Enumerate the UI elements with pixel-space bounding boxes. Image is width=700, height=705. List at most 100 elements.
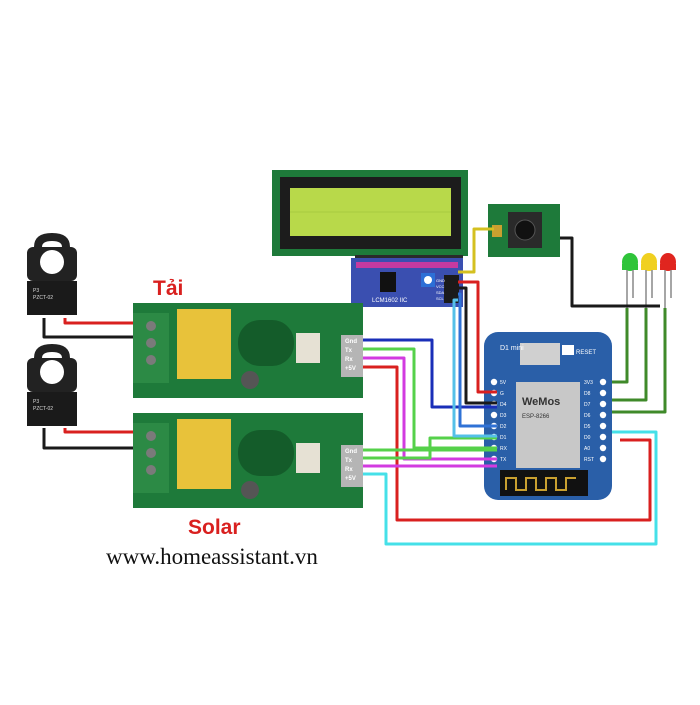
ct-label: PZCT-02 bbox=[33, 406, 53, 412]
pzem-pin-rx: Rx bbox=[345, 357, 353, 363]
pzem-capacitor bbox=[241, 371, 259, 389]
wire-button-gnd bbox=[560, 236, 660, 308]
ct-sensor-solar: P3 PZCT-02 bbox=[27, 344, 77, 426]
terminal-screw bbox=[146, 321, 156, 331]
wemos-pin-right-label: 3V3 bbox=[584, 380, 593, 386]
pzem-relay bbox=[177, 419, 231, 489]
wemos-pin-right-label: RST bbox=[584, 457, 594, 463]
pzem-pin-rx: Rx bbox=[345, 467, 353, 473]
wemos-pin-right-label: D0 bbox=[584, 435, 591, 441]
wemos-model: D1 mini bbox=[500, 345, 524, 352]
pzem-board-solar: Gnd Tx Rx +5V bbox=[133, 413, 363, 508]
ct-clamp-ring bbox=[34, 344, 70, 358]
wemos-pin-right bbox=[599, 422, 607, 430]
terminal-screw bbox=[146, 448, 156, 458]
label-load: Tải bbox=[153, 277, 184, 300]
led-red-base bbox=[660, 264, 676, 270]
ct-label: P3 bbox=[33, 288, 39, 294]
wire-i2c-sda bbox=[458, 292, 497, 428]
pzem-transformer bbox=[238, 430, 294, 476]
wires bbox=[42, 227, 667, 546]
label-solar: Solar bbox=[188, 516, 241, 539]
i2c-header bbox=[444, 275, 459, 303]
ct-body bbox=[27, 392, 77, 426]
usb-port bbox=[520, 343, 560, 365]
i2c-pin-scl: SCL bbox=[436, 296, 445, 301]
led-green bbox=[622, 253, 638, 308]
wemos-pin-right bbox=[599, 389, 607, 397]
wire-ct-solar-red bbox=[63, 428, 133, 434]
wemos-pin-left-label: D1 bbox=[500, 435, 507, 441]
wire-load-rx bbox=[363, 356, 497, 461]
wemos-pin-right-label: D8 bbox=[584, 391, 591, 397]
wire-load-gnd bbox=[363, 338, 497, 409]
wemos-pin-left-label: D2 bbox=[500, 424, 507, 430]
pzem-pin-tx: Tx bbox=[345, 458, 353, 464]
led-yellow-base bbox=[641, 264, 657, 270]
led-green-base bbox=[622, 264, 638, 270]
terminal-screw bbox=[146, 431, 156, 441]
button-cap[interactable] bbox=[514, 219, 536, 241]
wire-solar-tx bbox=[363, 436, 497, 460]
wemos-pin-left bbox=[490, 411, 498, 419]
wemos-pin-left-label: RX bbox=[500, 446, 508, 452]
pzem-relay bbox=[177, 309, 231, 379]
ct-clamp-ring bbox=[34, 233, 70, 247]
wire-i2c-gnd bbox=[458, 286, 497, 405]
wire-solar-5v bbox=[363, 430, 658, 546]
ct-body bbox=[27, 281, 77, 315]
reset-label: RESET bbox=[576, 350, 596, 356]
pzem-pin-5v: +5V bbox=[345, 476, 356, 482]
wire-ct-solar-black bbox=[42, 428, 133, 450]
pzem-header bbox=[341, 335, 363, 377]
wire-i2c-vcc bbox=[458, 280, 497, 394]
wemos-brand: WeMos bbox=[522, 396, 560, 408]
button-pins bbox=[492, 225, 502, 237]
ct-hole bbox=[40, 360, 64, 384]
website-watermark: www.homeassistant.vn bbox=[106, 544, 318, 569]
terminal-screw bbox=[146, 338, 156, 348]
pzem-header bbox=[341, 445, 363, 487]
wemos-pin-right bbox=[599, 444, 607, 452]
i2c-pot-knob bbox=[424, 276, 432, 284]
i2c-pin-sda: SDA bbox=[436, 290, 445, 295]
wire-button-signal bbox=[458, 227, 494, 274]
lcd-module bbox=[272, 170, 468, 261]
pzem-board-load: Gnd Tx Rx +5V bbox=[133, 303, 363, 398]
pzem-pin-gnd: Gnd bbox=[345, 449, 357, 455]
wifi-antenna-trace bbox=[505, 477, 576, 491]
wemos-pin-left-label: G bbox=[500, 391, 504, 397]
ct-label: PZCT-02 bbox=[33, 295, 53, 301]
pzem-optocoupler bbox=[296, 333, 320, 363]
ct-sensor-load: P3 PZCT-02 bbox=[27, 233, 77, 315]
wemos-pin-right bbox=[599, 400, 607, 408]
wemos-pin-right bbox=[599, 378, 607, 386]
pzem-pin-5v: +5V bbox=[345, 366, 356, 372]
i2c-pin-gnd: GND bbox=[436, 278, 445, 283]
terminal-screw bbox=[146, 465, 156, 475]
wemos-antenna-area bbox=[500, 470, 588, 496]
wire-led-red bbox=[612, 308, 667, 414]
wemos-pin-right bbox=[599, 411, 607, 419]
wemos-pin-left bbox=[490, 378, 498, 386]
wemos-pin-right-label: D7 bbox=[584, 402, 591, 408]
wire-led-yellow bbox=[612, 308, 648, 402]
wire-led-green bbox=[612, 308, 629, 384]
wemos-pin-left-label: TX bbox=[500, 457, 507, 463]
i2c-pin-row bbox=[356, 262, 458, 268]
wemos-d1-mini: RESET WeMos ESP-8266 D1 mini 5VGD4D3D2D1… bbox=[484, 332, 612, 500]
push-button-module bbox=[488, 204, 560, 257]
wemos-pin-right bbox=[599, 455, 607, 463]
pzem-pin-tx: Tx bbox=[345, 348, 353, 354]
esp-shield bbox=[516, 382, 580, 468]
wemos-pin-right-label: D6 bbox=[584, 413, 591, 419]
ct-label: P3 bbox=[33, 399, 39, 405]
ct-hole bbox=[40, 250, 64, 274]
reset-button[interactable] bbox=[562, 345, 574, 355]
wire-ct-load-red bbox=[63, 318, 133, 325]
i2c-chip bbox=[380, 272, 396, 292]
pzem-optocoupler bbox=[296, 443, 320, 473]
